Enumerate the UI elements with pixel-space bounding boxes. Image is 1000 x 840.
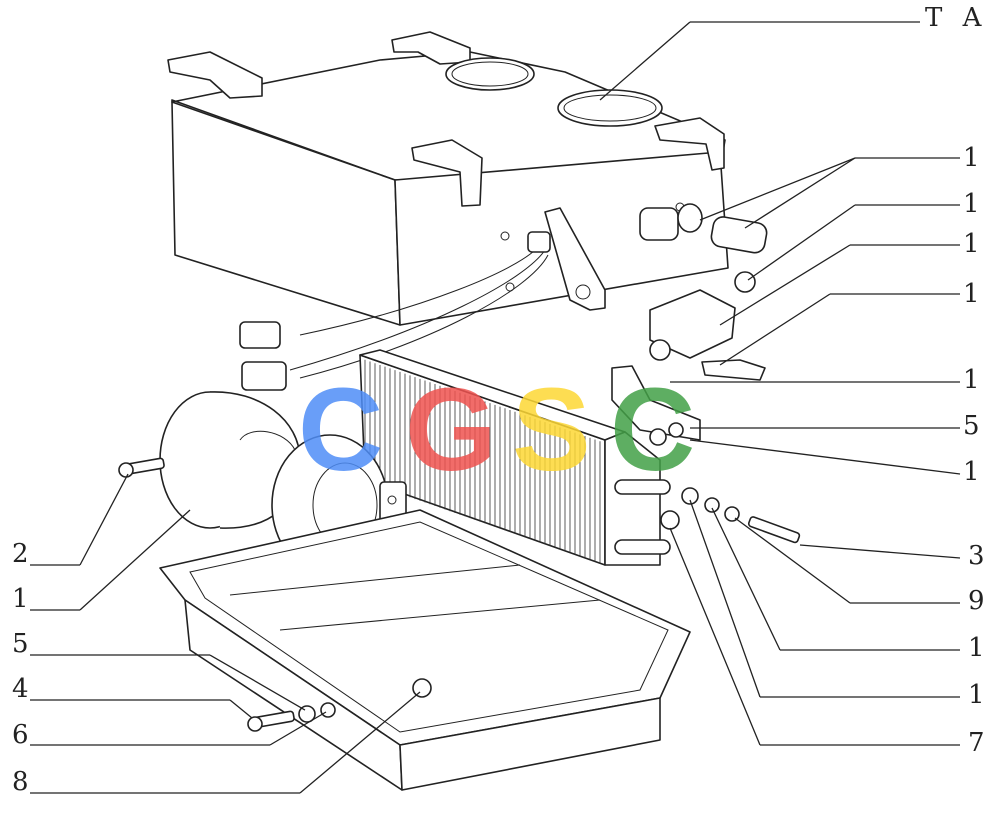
watermark-letter: C [298, 364, 383, 496]
labels-left: 2 1 5 4 6 8 [12, 539, 29, 797]
header-title: T A W [925, 3, 1000, 33]
heater-core [359, 349, 671, 566]
watermark-letter: C [610, 364, 695, 496]
part-label: 1 [968, 633, 985, 663]
part-label: 1 [963, 457, 980, 487]
watermark-letter: G [405, 364, 497, 496]
part-label: 6 [12, 720, 29, 750]
part-label: 8 [12, 767, 29, 797]
core-bracket [611, 365, 701, 446]
wiring-harness [239, 231, 551, 391]
watermark: C G S C [298, 364, 695, 496]
part-label: 2 [12, 539, 29, 569]
hose-fittings [639, 203, 768, 381]
drain-tray [159, 509, 691, 791]
part-label: 1 4 [963, 143, 1000, 173]
part-label: 5 [12, 629, 29, 659]
part-label: 1 3 [963, 229, 1000, 259]
part-label: 1 [968, 680, 985, 710]
part-label: 4 [12, 674, 29, 704]
part-label: 1 7 [963, 189, 1000, 219]
part-label: 1 0 [963, 279, 1000, 309]
part-label: 3 [968, 541, 985, 571]
leader-lines [30, 21, 961, 794]
heater-housing [167, 31, 729, 326]
fasteners [118, 457, 801, 732]
part-label: 1 [12, 584, 29, 614]
part-label: 5 [963, 411, 980, 441]
watermark-letter: S [512, 364, 591, 496]
part-label: 7 [968, 728, 985, 758]
part-label: 9 [968, 586, 985, 616]
part-label: 1 [963, 365, 980, 395]
labels-right: 1 4 1 7 1 3 1 0 1 5 1 3 9 1 1 7 [963, 143, 1000, 758]
